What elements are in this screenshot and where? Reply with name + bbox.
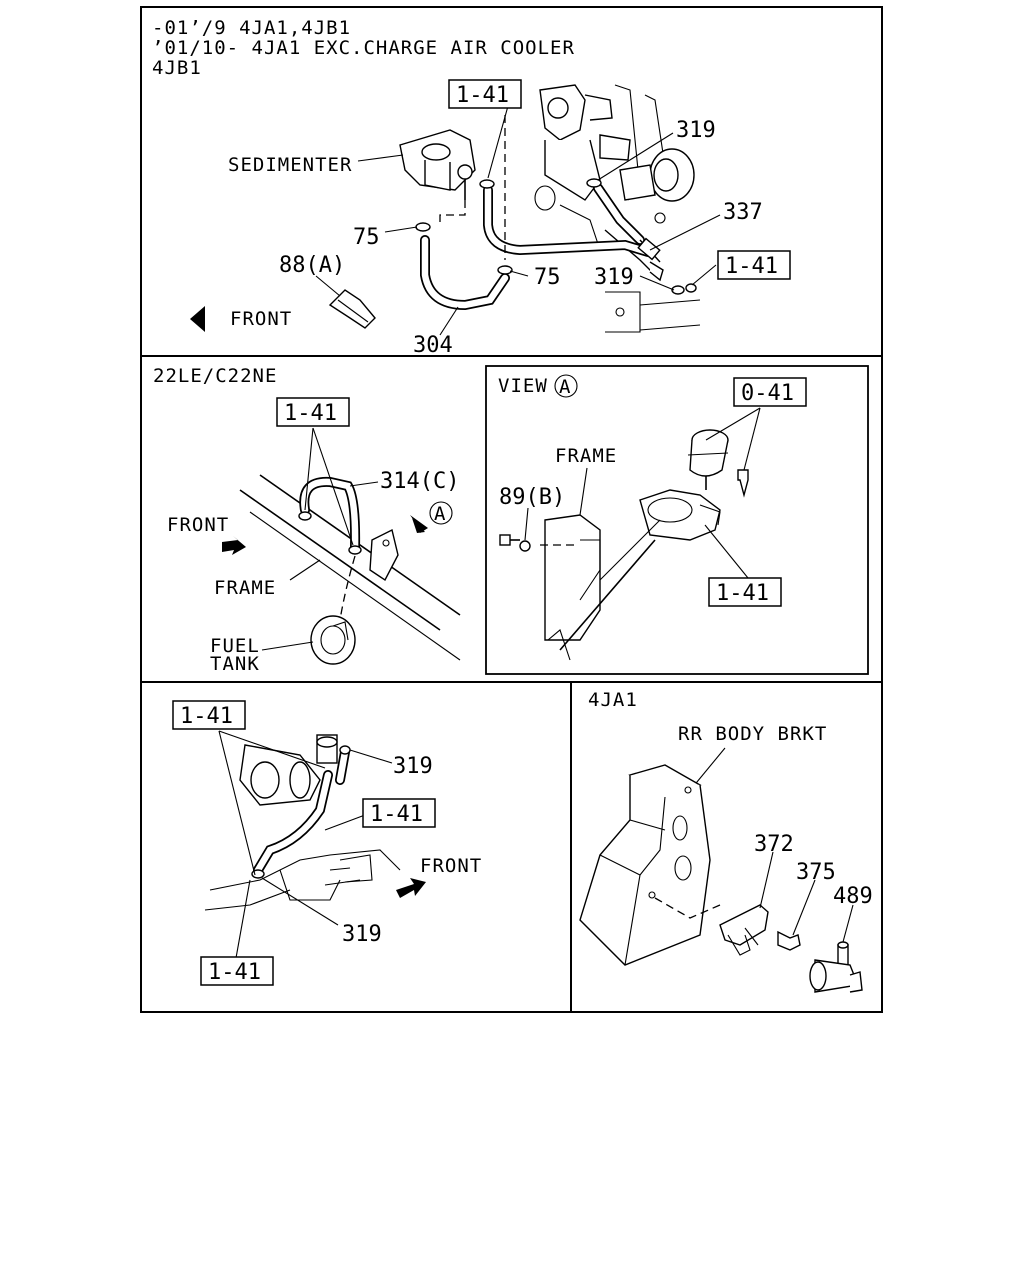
view-a-circle-p2: [429, 501, 453, 525]
panel1-header-line2: ’01/10- 4JA1 EXC.CHARGE AIR COOLER: [152, 37, 575, 59]
part-372: 372: [754, 832, 794, 857]
panel5-header: 4JA1: [588, 689, 638, 711]
part-75-left: 75: [353, 225, 380, 250]
rr-body-brkt-label: RR BODY BRKT: [678, 723, 827, 745]
part-75-right: 75: [534, 265, 561, 290]
tank-label: TANK: [210, 653, 260, 675]
front-label-top: FRONT: [230, 308, 292, 330]
sedimenter-illustration: [399, 129, 476, 200]
washer-icon: [519, 540, 531, 552]
sedimenter-label: SEDIMENTER: [228, 154, 352, 176]
ref-box-1-41-p4-top: [172, 700, 246, 730]
engine-illustration: [534, 84, 701, 333]
ref-1-41-p2: 1-41: [284, 401, 337, 426]
ref-1-41-p3: 1-41: [716, 581, 769, 606]
view-a-marker-p3: A: [559, 376, 571, 398]
panel1-header-line3: 4JB1: [152, 57, 202, 79]
clip-88a-icon: [328, 289, 376, 329]
ref-box-1-41-p4-bot: [200, 956, 274, 986]
bracket-illustration: [544, 489, 721, 661]
part-489-tee-icon: [809, 941, 863, 993]
ref-box-1-41-top: [448, 79, 522, 109]
part-375-bolt-icon: [777, 930, 801, 951]
part-88a: 88(A): [279, 253, 345, 278]
view-a-marker-p2: A: [434, 503, 446, 525]
panel-view-a: VIEW A 0-41: [498, 374, 807, 661]
frame-label-p3: FRAME: [555, 445, 617, 467]
view-label: VIEW: [498, 375, 548, 397]
front-label-p2: FRONT: [167, 514, 229, 536]
ref-0-41: 0-41: [741, 381, 794, 406]
filter-illustration: [687, 429, 749, 498]
fuel-tank-illustration: [310, 615, 356, 665]
frame-label-p2: FRAME: [214, 577, 276, 599]
part-372-clip-icon: [719, 904, 769, 946]
ref-box-1-41-p3: [708, 577, 782, 607]
part-489: 489: [833, 884, 873, 909]
panel-22le-c22ne: 22LE/C22NE 1-41 314(C) A FRON: [153, 365, 461, 675]
bolt-icon: [499, 534, 511, 546]
view-a-circle-p3: [554, 374, 578, 398]
ref-1-41-p4-top: 1-41: [180, 704, 233, 729]
ref-1-41-top: 1-41: [456, 83, 509, 108]
front-arrow-icon: [190, 306, 205, 332]
part-319-p4-bot: 319: [342, 922, 382, 947]
fuel-label: FUEL: [210, 635, 260, 657]
view-arrow-icon: [410, 515, 428, 533]
ref-1-41-p4-bot: 1-41: [208, 960, 261, 985]
hose-clamps: [415, 178, 697, 295]
part-319-p4-top: 319: [393, 754, 433, 779]
panel-borders: [140, 6, 883, 1013]
part-319-right: 319: [594, 265, 634, 290]
part-337: 337: [723, 200, 763, 225]
panel-4ja1: 4JA1 RR BODY BRKT: [579, 689, 873, 993]
panel2-header: 22LE/C22NE: [153, 365, 277, 387]
panel-top-engine: -01’/9 4JA1,4JB1 ’01/10- 4JA1 EXC.CHARGE…: [152, 17, 791, 358]
part-375: 375: [796, 860, 836, 885]
ref-box-0-41: [733, 377, 807, 407]
front-label-p4: FRONT: [420, 855, 482, 877]
ref-1-41-p4-mid: 1-41: [370, 802, 423, 827]
engine-side-illustration: [204, 734, 401, 911]
part-314c: 314(C): [380, 469, 459, 494]
part-304: 304: [413, 333, 453, 358]
panel-bottom-left: 1-41 319 1-41 FRONT 319: [172, 700, 482, 986]
part-319-top: 319: [676, 118, 716, 143]
ref-box-1-41-p4-mid: [362, 798, 436, 828]
front-arrow-p4-icon: [396, 878, 426, 898]
part-89b: 89(B): [499, 485, 565, 510]
ref-box-1-41-right: [717, 250, 791, 280]
fuel-hoses: [420, 183, 664, 311]
ref-box-1-41-p2: [276, 397, 350, 427]
front-arrow-p2-icon: [222, 536, 246, 555]
rr-body-bracket-illustration: [579, 764, 711, 966]
panel1-header-line1: -01’/9 4JA1,4JB1: [152, 17, 351, 39]
ref-1-41-right: 1-41: [725, 254, 778, 279]
panel1-leaders: [315, 105, 721, 336]
